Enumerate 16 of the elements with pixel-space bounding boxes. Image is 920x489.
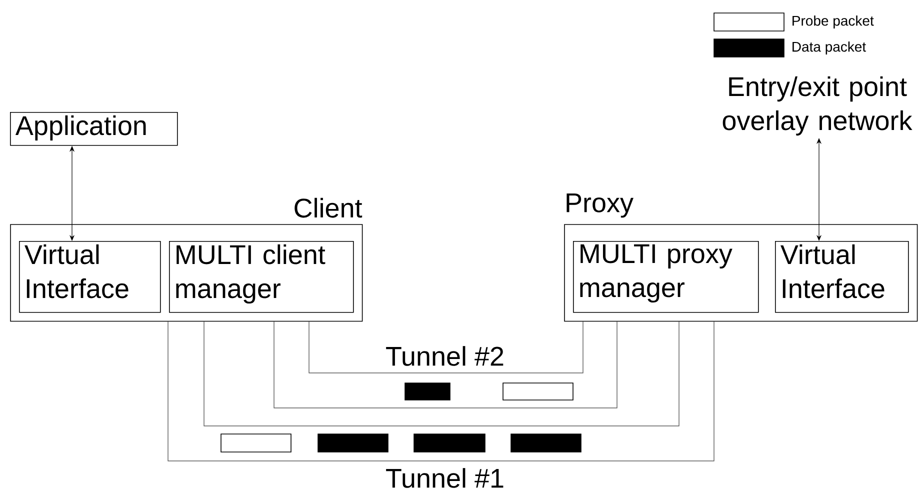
component-box: Virtual Interface bbox=[775, 240, 909, 313]
node-label: Client bbox=[294, 198, 362, 218]
tunnel-label: Tunnel #1 bbox=[384, 467, 506, 489]
tunnel-line bbox=[168, 321, 714, 462]
component-box: Virtual Interface bbox=[19, 240, 161, 313]
component-box: MULTI client manager bbox=[169, 240, 354, 313]
tunnel-line bbox=[274, 321, 618, 408]
legend-label: Data packet bbox=[792, 41, 866, 54]
tunnel-line bbox=[204, 321, 680, 426]
component-box: Application bbox=[10, 112, 178, 146]
tunnel-line bbox=[308, 321, 584, 374]
endpoint-label: Entry/exit point overlay network bbox=[722, 76, 912, 136]
tunnel-label: Tunnel #2 bbox=[384, 345, 506, 367]
component-box: MULTI proxy manager bbox=[573, 240, 759, 313]
legend-label: Probe packet bbox=[792, 15, 874, 28]
node-label: Proxy bbox=[566, 194, 634, 218]
